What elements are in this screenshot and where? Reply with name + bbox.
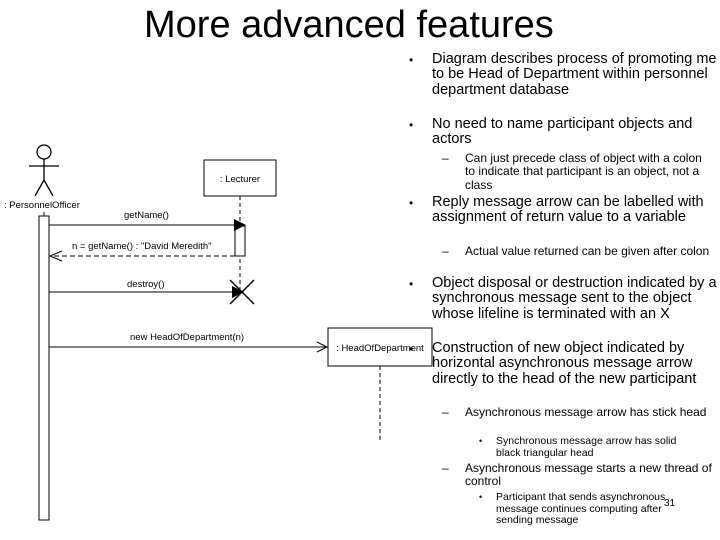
stick-arrowhead-icon — [316, 341, 329, 353]
bullet-mark: • — [409, 118, 414, 132]
sub-sub-bullet-mark: • — [479, 492, 483, 502]
message-reply-label: n = getName() : "David Meredith" — [72, 241, 212, 252]
actor-label: : PersonnelOfficer — [4, 200, 80, 211]
bullet-text: Object disposal or destruction indicated… — [432, 275, 717, 322]
slide-title: More advanced features — [144, 4, 554, 46]
stick-arrowhead-icon — [48, 250, 63, 262]
bullet-text: No need to name participant objects and … — [432, 116, 693, 148]
sub-bullet-mark: – — [442, 151, 449, 165]
page-number: 31 — [664, 498, 676, 509]
bullet-text: Diagram describes process of promoting m… — [432, 51, 717, 98]
message-getname-label: getName() — [124, 210, 169, 221]
lecturer-activation — [234, 225, 246, 257]
sub-bullet-mark: – — [442, 405, 449, 419]
synchronous-arrowhead-icon — [232, 286, 244, 298]
actor-activation — [38, 215, 50, 521]
bullet-text: Construction of new object indicated by … — [432, 340, 697, 387]
sub-sub-bullet-mark: • — [479, 436, 483, 446]
bullet-mark: • — [409, 196, 414, 210]
sub-bullet-text: Can just precede class of object with a … — [465, 151, 702, 192]
sub-bullet-mark: – — [442, 244, 449, 258]
head-of-department-label: : HeadOfDepartment — [336, 343, 424, 354]
bullet-mark: • — [409, 53, 414, 67]
lecturer-label: : Lecturer — [220, 174, 260, 185]
sub-sub-bullet-text: Synchronous message arrow has solid blac… — [496, 435, 677, 459]
sub-bullet-text: Asynchronous message starts a new thread… — [465, 461, 712, 489]
synchronous-arrowhead-icon — [234, 219, 246, 231]
sub-bullet-mark: – — [442, 461, 449, 475]
destruction-x-icon — [229, 279, 255, 305]
bullet-text: Reply message arrow can be labelled with… — [432, 194, 704, 226]
bullet-mark: • — [409, 342, 414, 356]
message-destroy-label: destroy() — [127, 279, 164, 290]
sub-bullet-text: Asynchronous message arrow has stick hea… — [465, 405, 707, 419]
message-new-label: new HeadOfDepartment(n) — [130, 332, 244, 343]
sub-bullet-text: Actual value returned can be given after… — [465, 244, 710, 258]
actor-icon — [29, 144, 59, 197]
bullet-mark: • — [409, 277, 414, 291]
lecturer-box — [203, 159, 277, 197]
head-of-department-box — [327, 327, 433, 367]
sub-sub-bullet-text: Participant that sends asynchronous mess… — [496, 491, 666, 527]
